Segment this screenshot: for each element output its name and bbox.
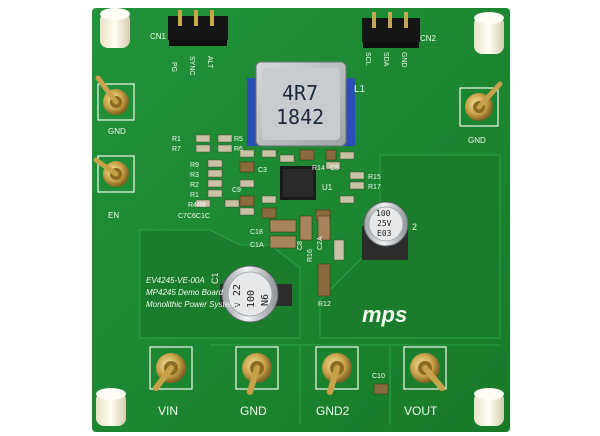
ref-r6: R6 [234, 146, 243, 153]
terminal-gnd2-label: GND2 [316, 404, 350, 418]
ref-c3: C3 [258, 167, 267, 174]
standoff-bottom-right [474, 388, 504, 426]
smd-capacitors-right [299, 149, 337, 221]
header-cn1-pin3: ALT [206, 56, 213, 69]
header-cn2 [362, 12, 420, 48]
inductor-ref: L1 [354, 84, 366, 95]
ref-r15: R15 [368, 174, 381, 181]
ref-r14: R14 [312, 165, 325, 172]
board-title-line1: EV4245-VE-00A [146, 276, 205, 285]
terminal-gnd-right [459, 81, 503, 127]
ref-c7c6c1c: C7C6C1C [178, 213, 210, 220]
capacitor-c1 [220, 265, 292, 323]
ic-u1-ref: U1 [322, 183, 333, 192]
ref-r12: R12 [318, 301, 331, 308]
capacitor-c2-marking-1: 100 [376, 209, 391, 218]
standoff-top-left [100, 8, 130, 48]
terminal-en [93, 155, 135, 193]
ref-r7: R7 [172, 146, 181, 153]
standoff-top-right [474, 12, 504, 54]
capacitor-c2 [362, 201, 409, 260]
header-cn1-pins: PG [170, 62, 177, 72]
ic-u1 [280, 166, 316, 200]
ref-r1b: R1 [190, 192, 199, 199]
board-title-line2: MP4245 Demo Board [146, 288, 223, 297]
terminal-gnd-left-label: GND [108, 127, 126, 136]
terminal-gnd-left [95, 75, 135, 121]
ref-c2a: C2A [317, 236, 324, 250]
ref-c8: C8 [297, 241, 304, 250]
capacitor-c2-marking-2: 25V [377, 219, 392, 228]
ref-r2: R2 [190, 182, 199, 189]
ref-r9: R9 [190, 162, 199, 169]
inductor-marking-2: 1842 [276, 105, 324, 129]
capacitor-c10 [373, 383, 389, 395]
ref-r5: R5 [234, 136, 243, 143]
terminal-gnd-bottom-label: GND [240, 404, 267, 418]
header-cn1-label: CN1 [150, 32, 167, 41]
ref-r17: R17 [368, 184, 381, 191]
capacitor-c2-ref: 2 [412, 222, 417, 232]
ref-c1a: C1A [250, 242, 264, 249]
inductor-l1 [247, 61, 355, 147]
ref-c10: C10 [372, 373, 385, 380]
capacitor-c1-text: v 22 100 N6 [232, 284, 271, 308]
header-cn1 [168, 10, 228, 46]
terminal-vin-label: VIN [158, 404, 178, 418]
header-cn2-pin1: SCL [364, 52, 371, 66]
smd-cluster-left [195, 134, 295, 216]
ref-c9: C9 [232, 187, 241, 194]
header-cn1-pin2: SYNC [188, 56, 195, 75]
terminal-gnd2 [315, 346, 359, 395]
ref-c5: C5 [330, 165, 339, 172]
capacitor-c1-marking-1: v 22 [232, 284, 243, 308]
ref-r3: R3 [190, 172, 199, 179]
capacitor-c1-marking-2: 100 [246, 290, 257, 308]
capacitor-c1-marking-3: N6 [260, 294, 271, 306]
ref-r4r8: R4R8 [188, 202, 206, 209]
ref-c18: C18 [250, 229, 263, 236]
terminal-gnd-right-label: GND [468, 136, 486, 145]
smd-column-caps [269, 215, 345, 297]
terminal-gnd-bottom [235, 346, 279, 395]
capacitor-c2-marking-3: E03 [377, 229, 392, 238]
mps-logo: mps [362, 302, 407, 327]
ref-r16: R16 [307, 249, 314, 262]
header-cn2-pin2: SDA [382, 52, 389, 67]
terminal-vout [403, 346, 447, 391]
terminal-en-label: EN [108, 211, 119, 220]
header-cn2-pin3: GND [400, 52, 407, 68]
standoff-bottom-left [96, 388, 126, 426]
header-cn2-label: CN2 [420, 34, 437, 43]
board-title-line3: Monolithic Power Systems [146, 300, 240, 309]
smd-cluster-right [325, 151, 365, 204]
terminal-vout-label: VOUT [404, 404, 438, 418]
ref-r1a: R1 [172, 136, 181, 143]
terminal-vin [149, 346, 193, 391]
inductor-marking-1: 4R7 [282, 81, 318, 105]
capacitor-c1-ref: C1 [210, 272, 220, 284]
